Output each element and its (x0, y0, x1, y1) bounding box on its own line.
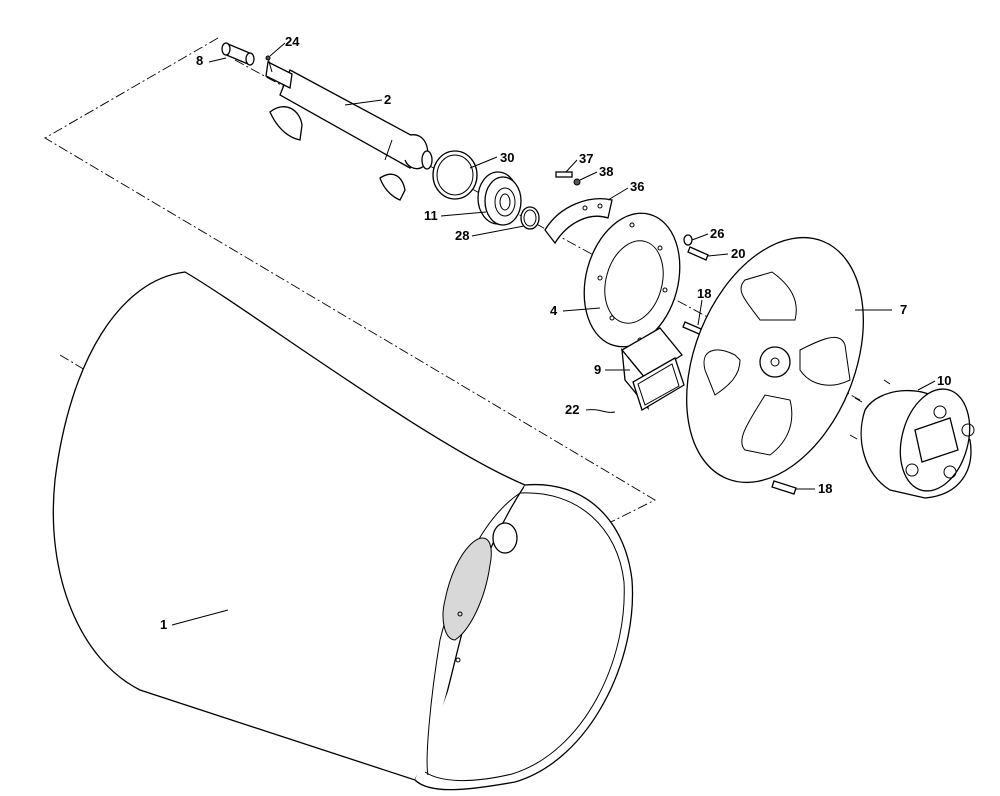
part-38-washer (573, 178, 581, 186)
callout-37: 37 (579, 151, 593, 166)
callout-labels: 24 8 2 30 37 38 36 11 28 26 20 18 4 7 9 … (160, 34, 951, 632)
part-30-snap-ring (432, 150, 478, 200)
part-11-bearing (477, 171, 522, 226)
part-8-fitting (221, 42, 255, 66)
callout-2: 2 (384, 92, 391, 107)
callout-20: 20 (731, 246, 745, 261)
callout-18-lower: 18 (818, 481, 832, 496)
part-36-cover (544, 198, 613, 245)
callout-4: 4 (550, 303, 558, 318)
part-20-bolt (687, 246, 709, 261)
part-10-motor (849, 379, 975, 499)
part-7-plate (686, 236, 864, 484)
callout-8: 8 (196, 53, 203, 68)
callout-18-upper: 18 (697, 286, 711, 301)
callout-28: 28 (455, 228, 469, 243)
callout-11: 11 (424, 208, 438, 223)
callout-leaders (171, 42, 936, 626)
part-1-drum (52, 271, 634, 791)
callout-1: 1 (160, 617, 167, 632)
callout-22: 22 (565, 402, 579, 417)
part-18-bolt-lower (771, 480, 797, 495)
part-26-washer (683, 234, 693, 246)
callout-10: 10 (937, 373, 951, 388)
callout-36: 36 (630, 179, 644, 194)
callout-24: 24 (285, 34, 300, 49)
part-22-plate (632, 357, 685, 411)
callout-9: 9 (594, 362, 601, 377)
part-2-shaft (265, 61, 433, 201)
callout-26: 26 (710, 226, 724, 241)
callout-30: 30 (500, 150, 514, 165)
part-24-pin (265, 55, 273, 73)
part-28-ring (520, 206, 540, 230)
callout-7: 7 (900, 302, 907, 317)
callout-38: 38 (599, 164, 613, 179)
part-37-bolt (555, 171, 573, 178)
part-4-flange (583, 212, 681, 348)
